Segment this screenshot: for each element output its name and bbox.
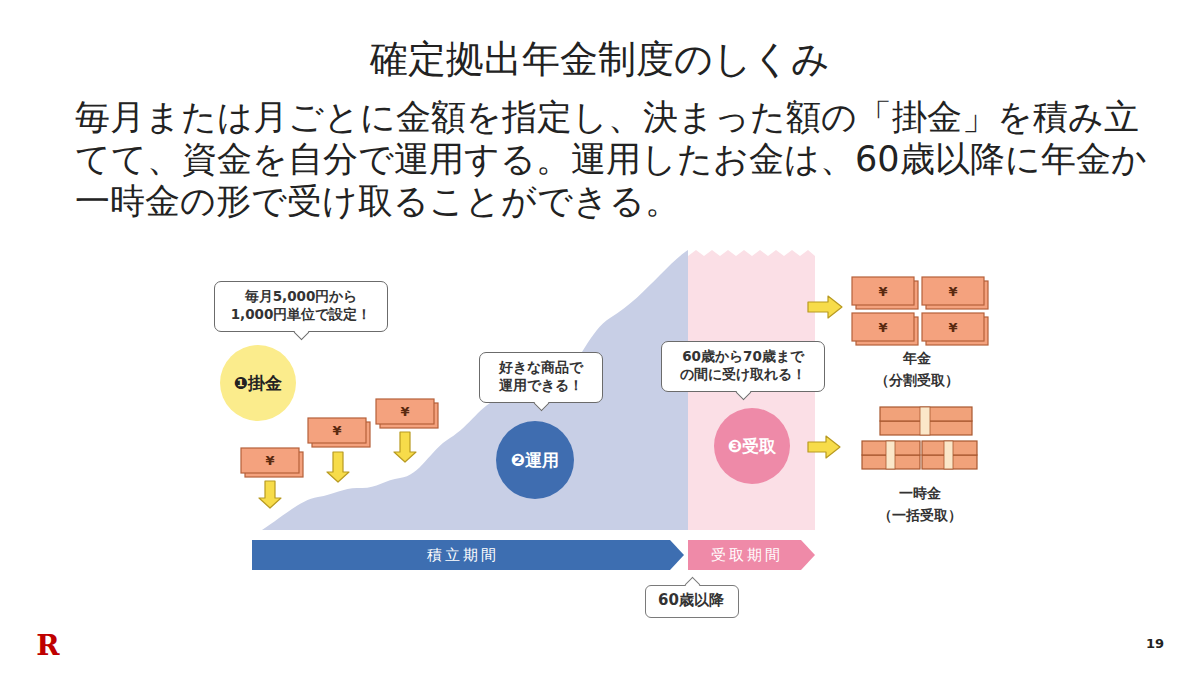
down-arrow <box>327 452 349 482</box>
step-circle: ❸受取 <box>714 408 790 484</box>
node-text: ❷運用 <box>511 449 559 472</box>
down-arrow <box>394 432 416 462</box>
bubble-tail <box>294 325 310 341</box>
node-text: 積立期間 <box>427 546 509 565</box>
node-text: ❶掛金 <box>234 372 282 395</box>
period-band: 積立期間 <box>252 540 684 570</box>
right-arrow <box>808 436 840 458</box>
node-text: ❸受取 <box>728 435 776 458</box>
band <box>920 407 930 435</box>
callout-bubble: 好きな商品で 運用できる！ <box>479 352 603 403</box>
step-circle: ❷運用 <box>496 421 574 499</box>
intro-text: 毎月または月ごとに金額を指定し、決まった額の「掛金」を積み立 てて、資金を自分で… <box>75 96 1155 222</box>
bill-band <box>886 407 953 469</box>
brand-logo: R <box>36 629 59 662</box>
bill-stack <box>862 407 977 469</box>
bill <box>308 418 366 443</box>
band <box>886 441 895 469</box>
down-arrow <box>259 481 281 508</box>
bill <box>852 277 914 305</box>
bill <box>922 313 984 341</box>
yen-mark: ¥ <box>878 320 887 335</box>
node-text: 毎月5,000円から 1,000円単位で設定！ <box>226 287 376 323</box>
right-arrow <box>808 296 842 318</box>
node-text: 60歳以降 <box>658 591 724 610</box>
yen-mark: ¥ <box>400 404 409 419</box>
yen-mark: ¥ <box>878 284 887 299</box>
bill <box>241 448 299 473</box>
yen-mark: ¥ <box>948 320 957 335</box>
bill <box>376 399 434 424</box>
yen-mark: ¥ <box>948 284 957 299</box>
node-text: 好きな商品で 運用できる！ <box>491 358 591 394</box>
band <box>944 441 953 469</box>
callout-bubble: 60歳から70歳まで の間に受け取れる！ <box>661 341 825 392</box>
slide-title: 確定拠出年金制度のしくみ <box>0 34 1200 85</box>
payout-note: （一括受取） <box>878 507 962 525</box>
payout-label: 一時金 <box>899 485 941 503</box>
callout-bubble: 毎月5,000円から 1,000円単位で設定！ <box>214 281 388 332</box>
node-text: 60歳から70歳まで の間に受け取れる！ <box>673 347 813 383</box>
age-box: 60歳以降 <box>645 585 739 618</box>
bill <box>852 313 914 341</box>
box-pointer <box>685 577 701 593</box>
period-band: 受取期間 <box>688 540 815 570</box>
bill <box>922 277 984 305</box>
step-circle: ❶掛金 <box>220 345 296 421</box>
page-number: 19 <box>1146 636 1164 651</box>
payout-label: 年金 <box>903 350 931 368</box>
payout-note: （分割受取） <box>875 372 959 390</box>
yen-mark: ¥ <box>332 423 341 438</box>
yen-mark: ¥ <box>265 453 274 468</box>
node-text: 受取期間 <box>711 546 793 565</box>
